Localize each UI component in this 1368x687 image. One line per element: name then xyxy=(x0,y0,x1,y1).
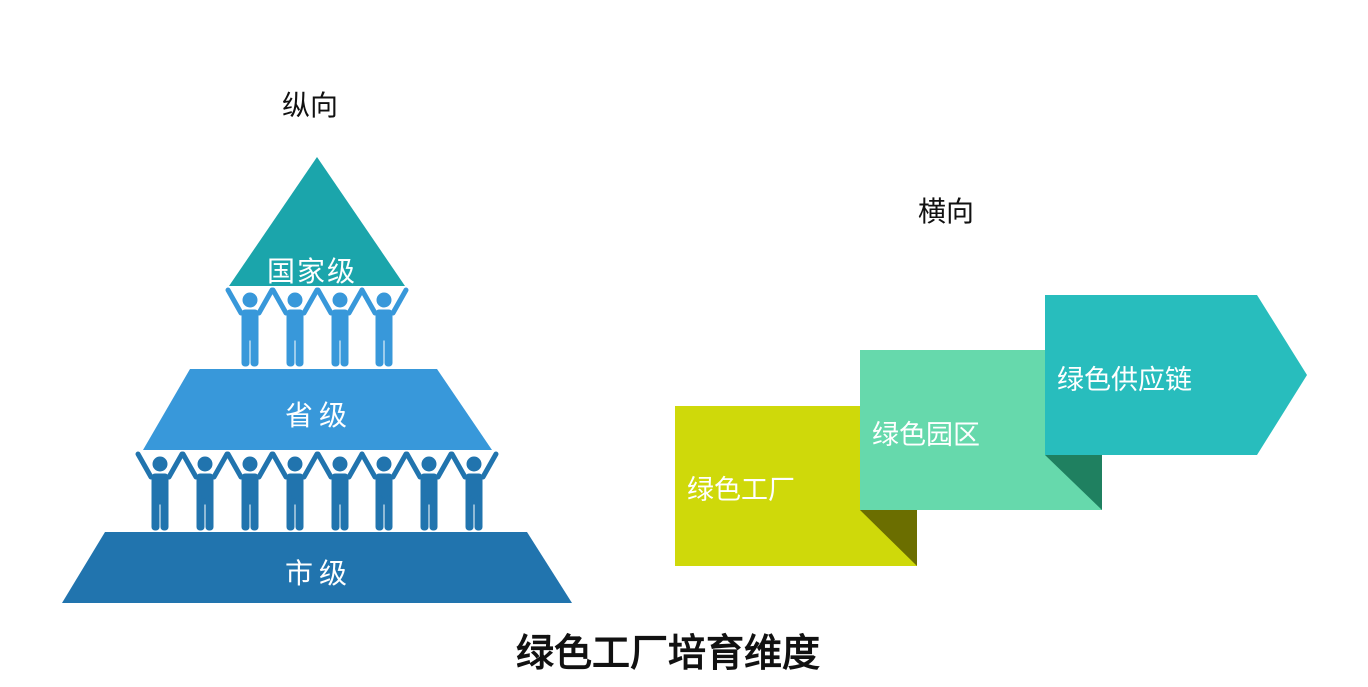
person-icon xyxy=(318,290,362,366)
step-chain-label: 绿色供应链 xyxy=(1057,365,1192,396)
person-icon xyxy=(407,454,451,530)
fold-shadow-icon xyxy=(860,510,917,566)
pyramid-city-level xyxy=(62,532,572,603)
person-icon xyxy=(273,290,317,366)
step-park-label: 绿色园区 xyxy=(872,420,980,451)
person-icon xyxy=(362,290,406,366)
page-title: 绿色工厂培育维度 xyxy=(516,630,821,675)
fold-shadow-icon xyxy=(1045,455,1102,510)
person-icon xyxy=(183,454,227,530)
vertical-heading: 纵向 xyxy=(282,89,339,122)
level-national-label: 国家级 xyxy=(267,255,358,288)
person-icon xyxy=(228,454,272,530)
person-icon xyxy=(138,454,182,530)
horizontal-heading: 横向 xyxy=(918,195,975,228)
pyramid-national-level xyxy=(229,157,405,286)
person-icon xyxy=(362,454,406,530)
person-icon xyxy=(228,290,272,366)
person-icon xyxy=(318,454,362,530)
step-green-supply-chain xyxy=(1045,295,1307,455)
person-icon xyxy=(452,454,496,530)
step-factory-label: 绿色工厂 xyxy=(687,475,795,506)
level-city-label: 市级 xyxy=(285,557,354,590)
pyramid-province-level xyxy=(143,369,492,450)
level-province-label: 省级 xyxy=(285,399,354,432)
person-icon xyxy=(273,454,317,530)
